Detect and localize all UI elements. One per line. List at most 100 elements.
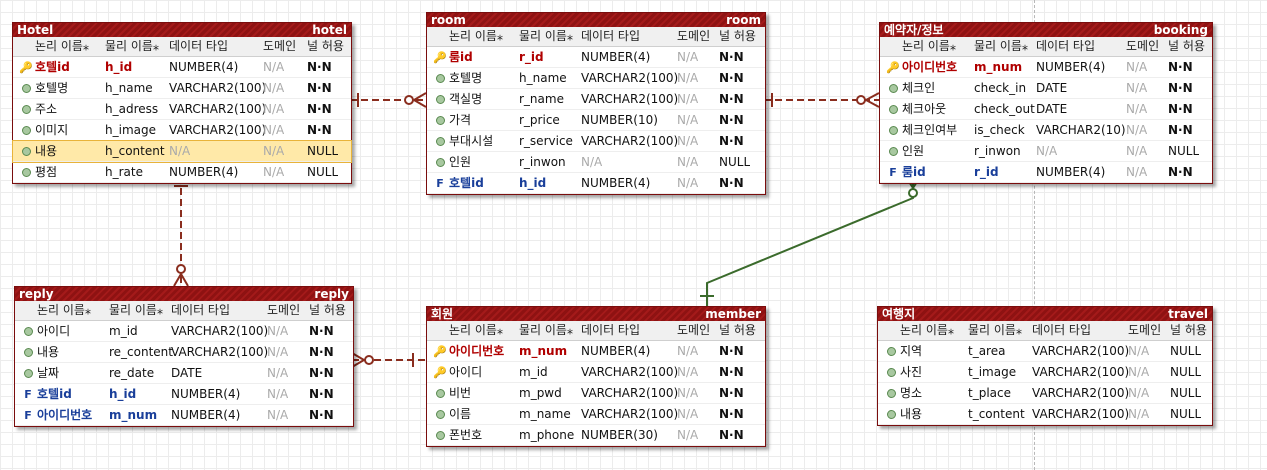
key-icon: 🔑 [433, 51, 447, 64]
attribute-logical-name: 아이디번호 [37, 408, 93, 422]
attribute-physical-name: r_inwon [974, 144, 1021, 158]
attribute-data-type: VARCHAR2(100) [581, 92, 679, 106]
attribute-physical-name: t_area [968, 344, 1006, 358]
attribute-physical-name: m_id [519, 365, 548, 379]
attribute-logical-name: 명소 [900, 386, 923, 400]
attribute-icon [433, 68, 447, 88]
attribute-data-type: VARCHAR2(100) [169, 102, 267, 116]
attribute-domain: N/A [677, 365, 699, 379]
relationship-room-booking[interactable] [764, 92, 880, 108]
attribute-domain: N/A [263, 60, 285, 74]
entity-logical-name: 여행지 [882, 307, 916, 321]
column-header: 물리 이름⁎ [968, 323, 1022, 337]
attribute-data-type: N/A [581, 155, 603, 169]
attribute-domain: N/A [1126, 144, 1148, 158]
column-header: 도메인 [677, 323, 711, 337]
attribute-logical-name: 호텔id [35, 60, 70, 74]
attribute-data-type: NUMBER(30) [581, 428, 658, 442]
attribute-icon [21, 342, 35, 362]
attribute-data-type: NUMBER(4) [581, 344, 651, 358]
attribute-icon [433, 152, 447, 172]
column-header: 도메인 [267, 303, 301, 317]
attribute-logical-name: 비번 [449, 386, 472, 400]
column-header: 논리 이름⁎ [37, 303, 91, 317]
attribute-domain: N/A [677, 386, 699, 400]
attribute-data-type: N/A [169, 144, 191, 158]
attribute-physical-name: h_adress [105, 102, 159, 116]
column-header: 도메인 [677, 29, 711, 43]
attribute-data-type: NUMBER(4) [169, 60, 239, 74]
relationship-hotel-reply[interactable] [173, 177, 189, 287]
attribute-domain: N/A [1128, 386, 1150, 400]
attribute-domain: N/A [1126, 102, 1148, 116]
relationship-hotel-room[interactable] [350, 92, 427, 108]
attribute-data-type: NUMBER(4) [1036, 60, 1106, 74]
column-header: 데이터 타입 [1032, 323, 1092, 337]
attribute-nullable: N·N [1168, 102, 1193, 116]
alternate-key-icon: 🔑 [433, 366, 447, 379]
attribute-domain: N/A [263, 81, 285, 95]
attribute-domain: N/A [677, 113, 699, 127]
relationship-member-reply[interactable] [351, 352, 426, 368]
attribute-physical-name: t_image [968, 365, 1017, 379]
column-header: 물리 이름⁎ [519, 323, 573, 337]
attribute-physical-name: h_image [105, 123, 156, 137]
attribute-logical-name: 객실명 [449, 92, 483, 106]
attribute-logical-name: 내용 [35, 144, 58, 158]
foreign-key-icon: F [24, 409, 32, 422]
relationship-member-booking[interactable] [700, 176, 921, 306]
column-header: 널 허용 [309, 303, 346, 317]
column-header: 널 허용 [719, 29, 756, 43]
column-header: 도메인 [263, 39, 297, 53]
attribute-icon [19, 99, 33, 119]
attribute-icon [21, 363, 35, 383]
attribute-domain: N/A [1126, 165, 1148, 179]
